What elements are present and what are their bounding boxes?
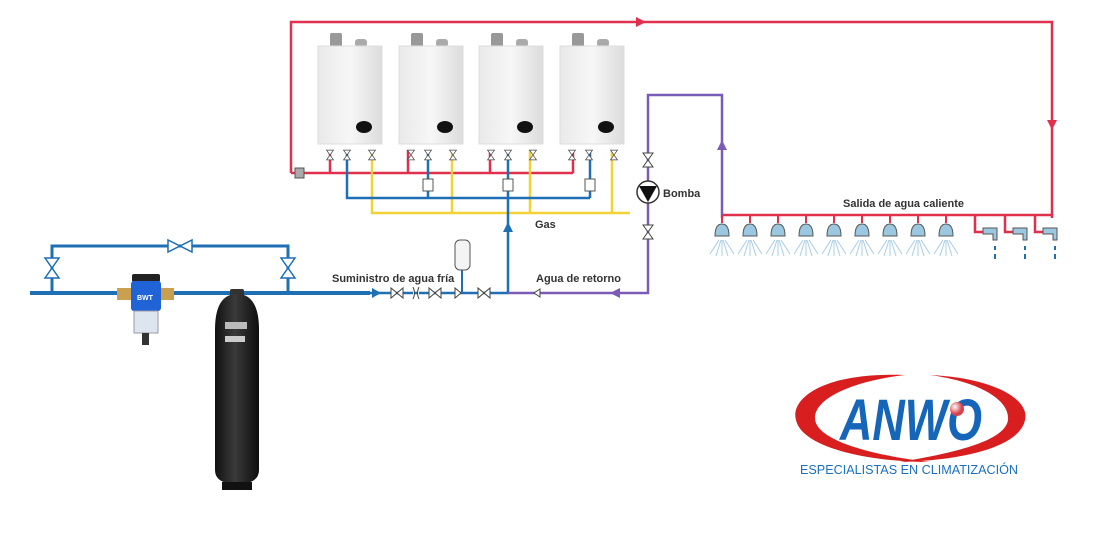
return-pipes <box>508 93 724 295</box>
boiler <box>559 33 625 161</box>
logo-tagline: ESPECIALISTAS EN CLIMATIZACIÓN <box>800 462 1018 477</box>
shower-head-icon <box>737 215 763 257</box>
shower-head-icon <box>821 215 847 257</box>
filter-brand: BWT <box>137 295 154 302</box>
faucet-icon <box>1012 227 1028 259</box>
gas-pipes <box>370 150 630 215</box>
shower-head-icon <box>793 215 819 257</box>
pump-icon <box>636 180 660 204</box>
taps <box>982 227 1058 259</box>
shower-head-icon <box>709 215 735 257</box>
hot-outlet-label: Salida de agua caliente <box>843 198 964 210</box>
flow-arrow-icon <box>610 288 620 298</box>
valve-icon <box>326 149 334 161</box>
flow-arrow-icon <box>372 288 381 298</box>
pump-label: Bomba <box>663 188 701 200</box>
boiler <box>398 33 464 161</box>
valve-icon <box>568 149 576 161</box>
bypass-valves <box>43 238 297 279</box>
boilers <box>317 33 625 161</box>
return-water-label: Agua de retorno <box>536 273 621 285</box>
shower-head-icon <box>905 215 931 257</box>
logo-wordmark: ANWO <box>838 388 982 453</box>
valve-icon <box>424 149 432 161</box>
boiler <box>317 33 383 161</box>
anwo-logo: ANWO ESPECIALISTAS EN CLIMATIZACIÓN <box>795 374 1026 477</box>
pressure-tank <box>215 289 259 490</box>
shower-head-icon <box>765 215 791 257</box>
flow-arrow-icon <box>503 222 513 232</box>
cold-supply-label: Suministro de agua fría <box>332 273 455 285</box>
faucet-icon <box>1042 227 1058 259</box>
faucet-icon <box>982 227 998 259</box>
check-valve-icon <box>294 167 305 179</box>
boiler <box>478 33 544 161</box>
valve-icon <box>487 149 495 161</box>
mixing-boxes <box>422 178 596 192</box>
shower-head-icon <box>849 215 875 257</box>
flow-arrow-icon <box>717 140 727 150</box>
gas-label: Gas <box>535 219 556 231</box>
sediment-filter: BWT <box>117 274 174 345</box>
valve-icon <box>642 152 654 168</box>
flow-arrow-icon <box>636 17 646 27</box>
valve-icon <box>368 149 376 161</box>
shower-head-icon <box>877 215 903 257</box>
valve-icon <box>585 149 593 161</box>
expansion-tank-icon <box>454 239 471 271</box>
showers <box>709 215 959 257</box>
shower-head-icon <box>933 215 959 257</box>
valve-icon <box>642 224 654 240</box>
valve-icon <box>504 149 512 161</box>
supply-valves <box>390 286 491 300</box>
valve-icon <box>343 149 351 161</box>
valve-icon <box>449 149 457 161</box>
check-valve-icon <box>533 288 541 298</box>
flow-arrow-icon <box>1047 120 1057 130</box>
cold-water-pipes <box>30 150 592 295</box>
